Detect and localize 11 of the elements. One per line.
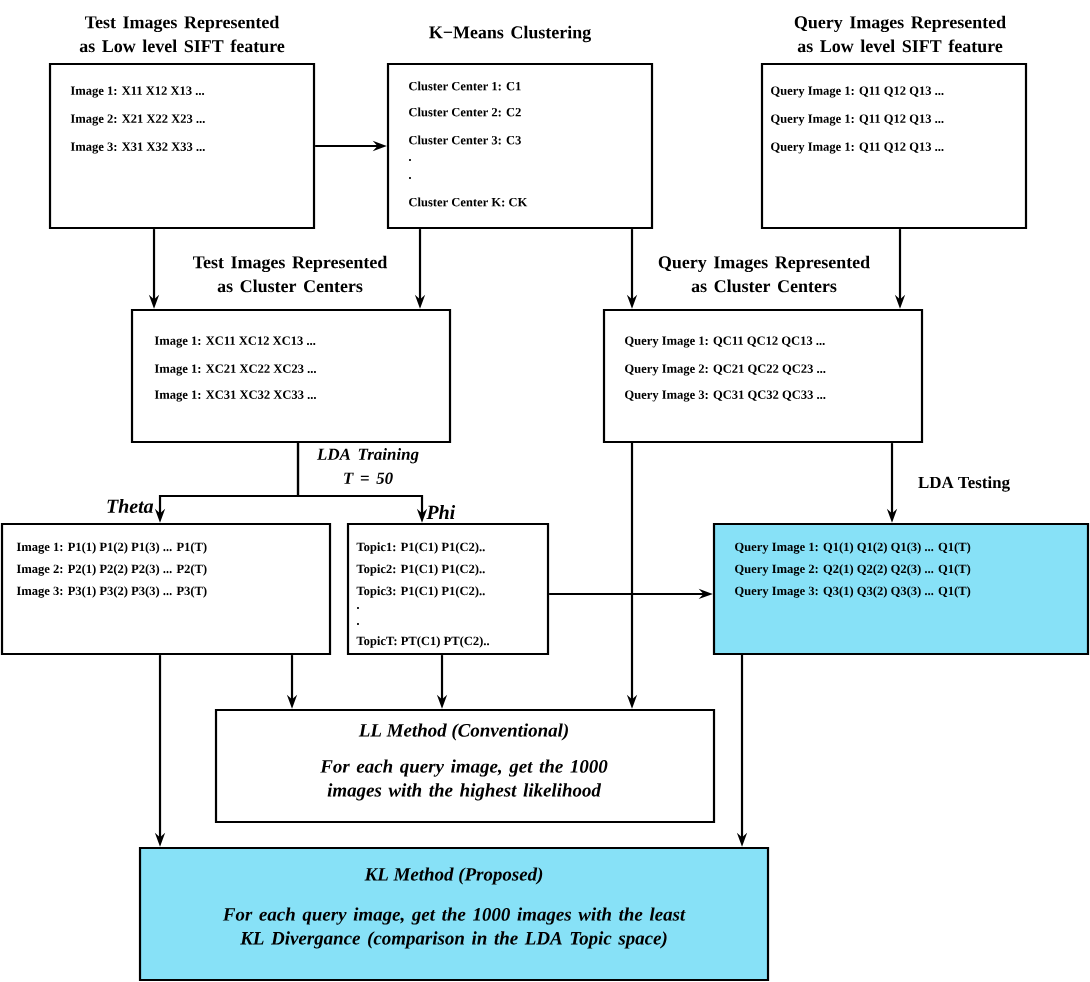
box-heading: Test Images Represented as Low level SIFT feature — [79, 15, 285, 53]
edge-label: LDA Testing — [915, 474, 1013, 494]
box-heading: Query Images Represented as Cluster Centers — [658, 255, 870, 293]
edge-label: LDA Training T = 50 — [304, 446, 432, 486]
method-box: KL Method (Proposed) For each query image, get the 1000 images with the least KL Divergance (comparison in the LDA Topic space) — [138, 846, 770, 982]
box-heading: K−Means Clustering — [429, 25, 591, 43]
box-heading: Test Images Represented as Cluster Centers — [193, 255, 388, 293]
method-box: LL Method (Conventional) For each query image, get the 1000 images with the highest likelihood — [214, 708, 716, 824]
box-heading: Query Images Represented as Low level SIFT feature — [794, 15, 1006, 53]
box-heading: Theta — [107, 498, 154, 513]
box-heading: Phi — [426, 505, 456, 519]
